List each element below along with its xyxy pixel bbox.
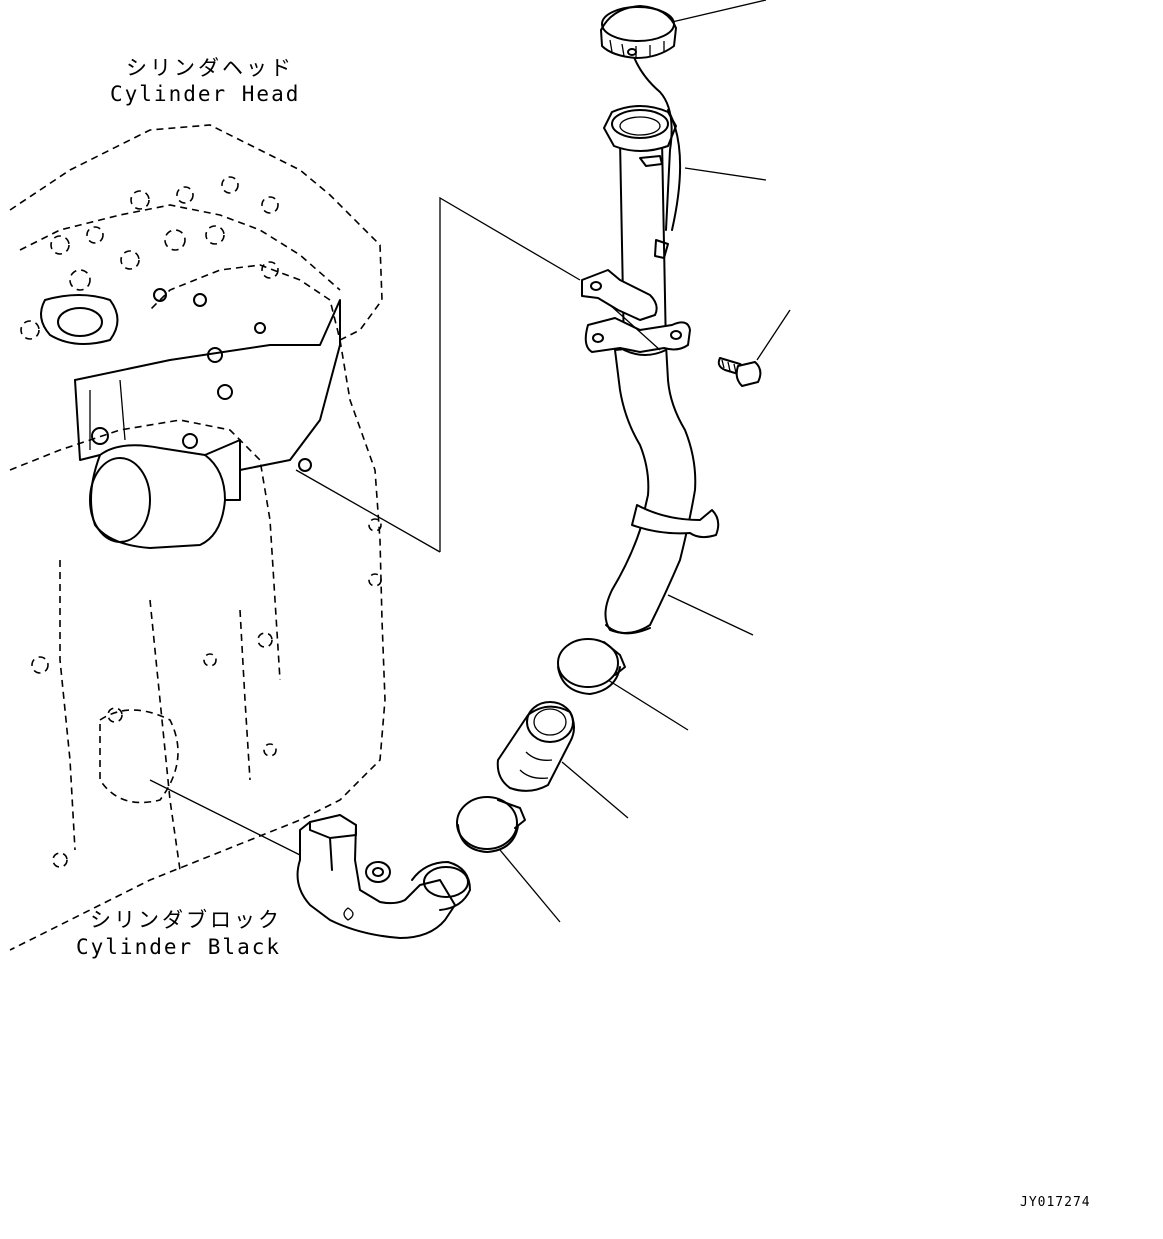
hose-clamp-lower: [456, 796, 526, 853]
bolt: [717, 357, 762, 387]
cylinder-block-label-jp: シリンダブロック: [90, 908, 282, 932]
rubber-hose: [496, 701, 575, 792]
hose-clamp-upper: [557, 638, 626, 695]
engine-cylinder-assembly: [9, 124, 386, 951]
cylinder-head-label-en: Cylinder Head: [110, 82, 301, 106]
cylinder-head-label-jp: シリンダヘッド: [126, 56, 294, 80]
leader-lines: [149, 0, 791, 923]
cylinder-block-label-en: Cylinder Black: [76, 935, 282, 959]
drawing-id: JY017274: [1020, 1195, 1091, 1210]
coolant-pipe-connector: [296, 814, 471, 939]
filler-tube: [581, 51, 720, 635]
filler-cap: [600, 5, 677, 59]
